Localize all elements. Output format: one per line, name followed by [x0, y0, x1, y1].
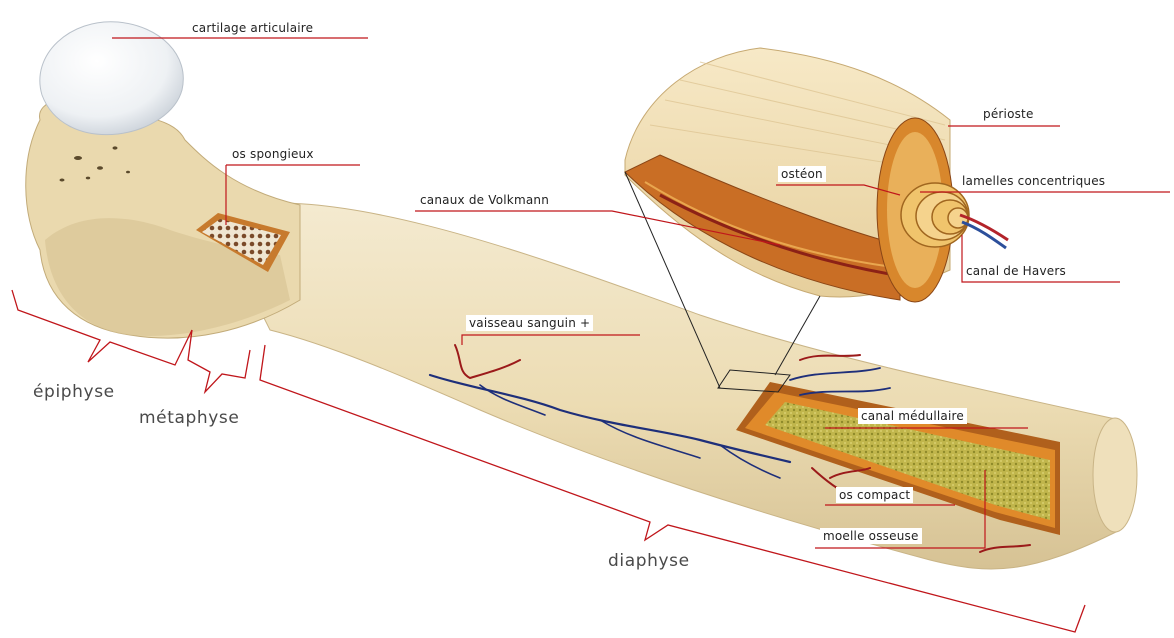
label-os-spongieux: os spongieux — [232, 146, 314, 162]
label-moelle-osseuse: moelle osseuse — [820, 528, 922, 544]
label-os-compact: os compact — [836, 487, 913, 503]
label-lamelles-concentriques: lamelles concentriques — [962, 173, 1105, 189]
label-perioste: périoste — [983, 106, 1034, 122]
label-canal-medullaire: canal médullaire — [858, 408, 967, 424]
label-canaux-de-volkmann: canaux de Volkmann — [420, 192, 549, 208]
label-cartilage-articulaire: cartilage articulaire — [192, 20, 313, 36]
label-vaisseau-sanguin: vaisseau sanguin + — [466, 315, 593, 331]
shaft-end — [1093, 418, 1137, 532]
region-label-epiphyse: épiphyse — [33, 382, 115, 402]
region-label-metaphyse: métaphyse — [139, 408, 239, 428]
cartilage-cap — [40, 22, 183, 135]
metaphyse-bracket — [188, 330, 250, 392]
osteon-rings — [901, 183, 969, 247]
label-canal-de-havers: canal de Havers — [966, 263, 1066, 279]
region-label-diaphyse: diaphyse — [608, 551, 690, 571]
label-osteon: ostéon — [778, 166, 826, 182]
